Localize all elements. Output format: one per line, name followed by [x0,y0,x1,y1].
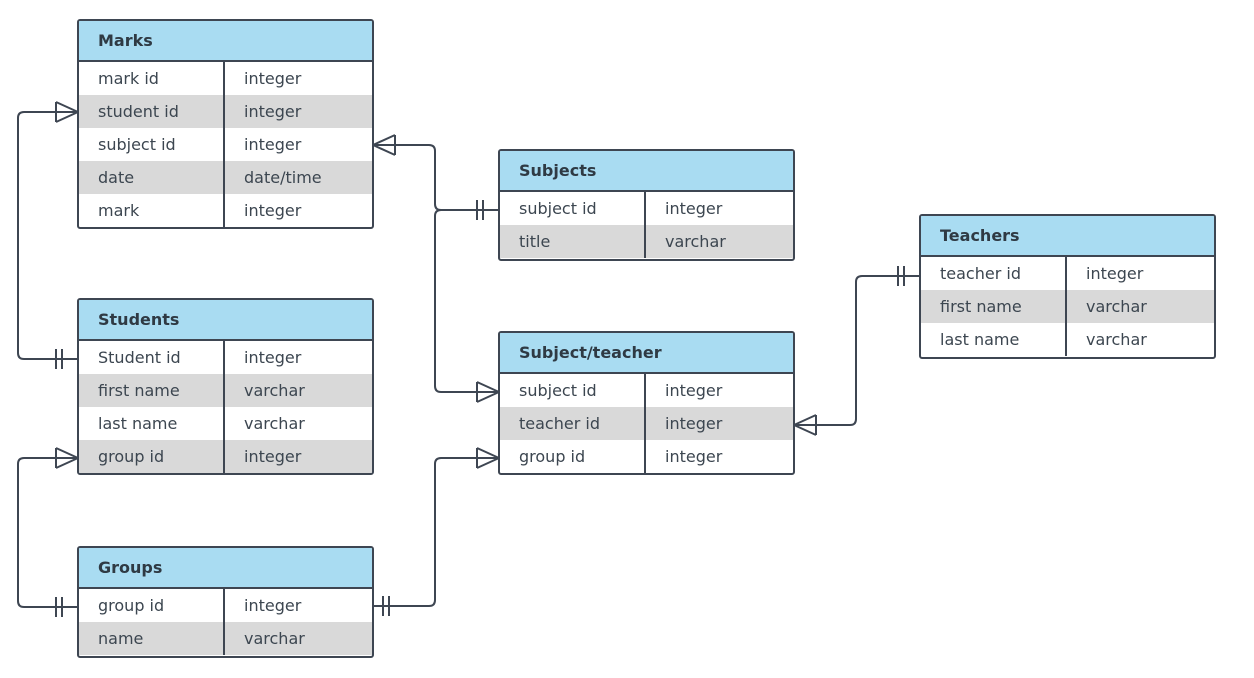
entity-marks[interactable]: Marks mark id integer student id integer… [77,19,374,229]
column-type: integer [665,381,723,400]
column-name: name [79,622,225,655]
table-row[interactable]: group id integer [79,440,372,473]
column-name: subject id [500,192,646,225]
entity-subjects[interactable]: Subjects subject id integer title varcha… [498,149,795,261]
entity-title: Groups [79,548,372,589]
relationship-subjectteacher-teachers[interactable] [793,266,920,436]
column-name: last name [921,323,1067,356]
table-row[interactable]: subject id integer [500,192,793,225]
table-row[interactable]: name varchar [79,622,372,655]
column-type: integer [244,102,302,121]
column-type: varchar [1086,330,1147,349]
column-type: integer [244,447,302,466]
column-type: integer [244,69,302,88]
column-name: subject id [500,374,646,407]
relationship-subjectteacher-subjects[interactable] [434,209,500,403]
table-row[interactable]: date date/time [79,161,372,194]
column-name: mark id [79,62,225,95]
one-mandatory-icon [55,597,63,617]
table-row[interactable]: group id integer [79,589,372,622]
column-name: group id [79,440,225,473]
column-name: group id [79,589,225,622]
one-mandatory-icon [897,266,905,286]
entity-title: Subject/teacher [500,333,793,374]
column-type: integer [665,447,723,466]
table-row[interactable]: first name varchar [921,290,1214,323]
table-row[interactable]: student id integer [79,95,372,128]
column-name: last name [79,407,225,440]
column-type: integer [244,135,302,154]
column-name: group id [500,440,646,473]
table-row[interactable]: mark integer [79,194,372,227]
one-mandatory-icon [55,349,63,369]
relationship-marks-subjects[interactable] [372,134,499,220]
table-row[interactable]: Student id integer [79,341,372,374]
one-mandatory-icon [476,200,484,220]
table-row[interactable]: subject id integer [79,128,372,161]
relationship-marks-students[interactable] [17,101,79,369]
column-type: integer [1086,264,1144,283]
entity-title: Subjects [500,151,793,192]
relationship-students-groups[interactable] [17,447,79,617]
column-name: subject id [79,128,225,161]
column-name: first name [921,290,1067,323]
table-row[interactable]: title varchar [500,225,793,258]
table-row[interactable]: teacher id integer [921,257,1214,290]
column-name: first name [79,374,225,407]
entity-groups[interactable]: Groups group id integer name varchar [77,546,374,658]
column-type: varchar [1086,297,1147,316]
one-mandatory-icon [382,596,390,616]
column-type: integer [244,201,302,220]
entity-title: Teachers [921,216,1214,257]
entity-title: Students [79,300,372,341]
entity-title: Marks [79,21,372,62]
column-name: title [500,225,646,258]
table-row[interactable]: teacher id integer [500,407,793,440]
entity-teachers[interactable]: Teachers teacher id integer first name v… [919,214,1216,359]
column-name: date [79,161,225,194]
column-type: date/time [244,168,322,187]
table-row[interactable]: subject id integer [500,374,793,407]
table-row[interactable]: first name varchar [79,374,372,407]
table-row[interactable]: mark id integer [79,62,372,95]
column-name: mark [79,194,225,227]
column-type: varchar [665,232,726,251]
relationship-subjectteacher-groups[interactable] [373,447,500,616]
column-type: integer [244,596,302,615]
table-row[interactable]: group id integer [500,440,793,473]
column-type: integer [665,199,723,218]
column-type: varchar [244,381,305,400]
column-name: student id [79,95,225,128]
entity-subject-teacher[interactable]: Subject/teacher subject id integer teach… [498,331,795,475]
column-name: teacher id [921,257,1067,290]
column-type: integer [665,414,723,433]
entity-students[interactable]: Students Student id integer first name v… [77,298,374,475]
column-type: varchar [244,414,305,433]
column-type: varchar [244,629,305,648]
column-name: Student id [79,341,225,374]
table-row[interactable]: last name varchar [79,407,372,440]
table-row[interactable]: last name varchar [921,323,1214,356]
column-type: integer [244,348,302,367]
column-name: teacher id [500,407,646,440]
